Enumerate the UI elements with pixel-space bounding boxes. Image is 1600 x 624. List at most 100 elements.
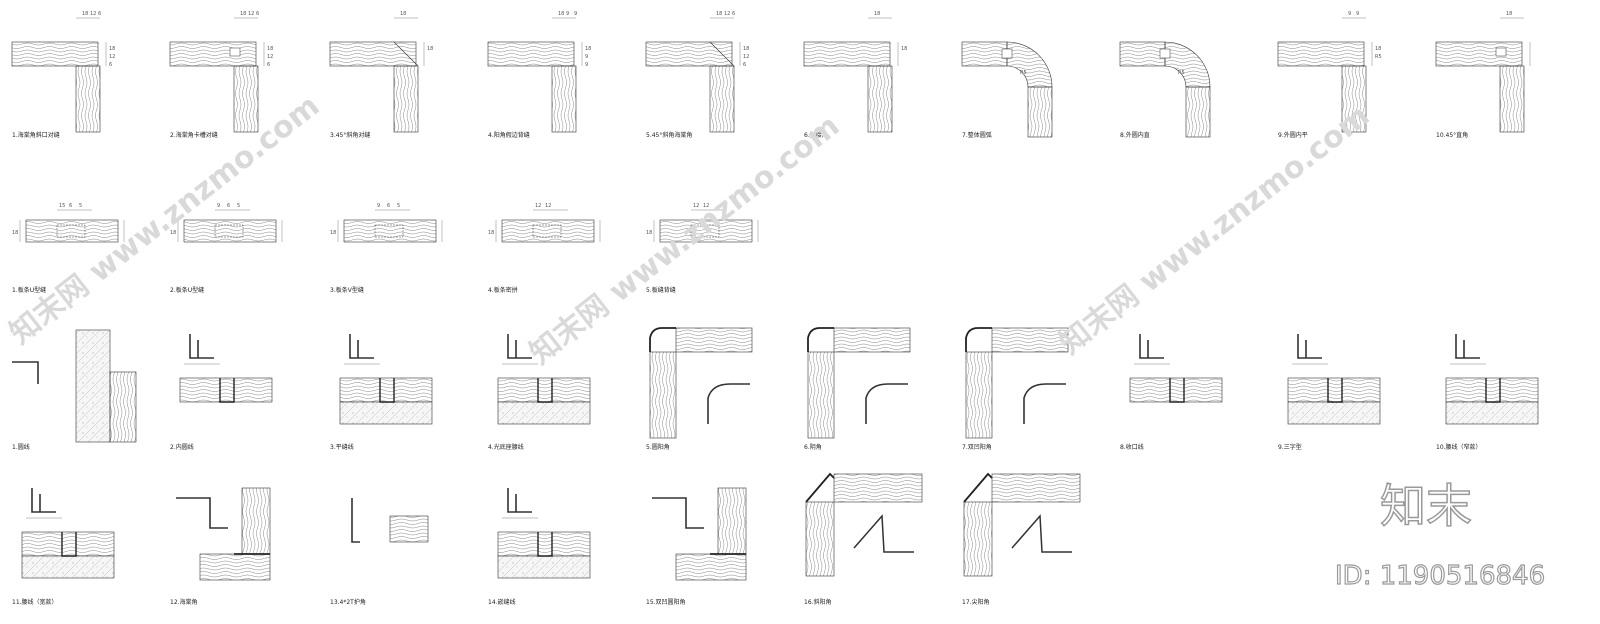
dimension-value: 12 bbox=[693, 203, 699, 209]
wood-panel bbox=[343, 219, 437, 243]
dimension-value: 12 bbox=[703, 203, 709, 209]
detail-caption: 9.三字型 bbox=[1278, 443, 1302, 451]
wood-board-vertical bbox=[1499, 65, 1525, 133]
dimension-value: 12 bbox=[109, 54, 115, 60]
substrate-wall bbox=[1287, 401, 1381, 425]
detail-caption: 8.外圆内直 bbox=[1120, 131, 1150, 139]
watermark-text: 知末网 www.znzmo.com bbox=[1053, 98, 1376, 361]
corner-trim bbox=[963, 472, 993, 503]
detail-caption: 5.板缝背缝 bbox=[646, 286, 676, 294]
dimension-value: 18 bbox=[1375, 46, 1381, 52]
dimension-value: 12 bbox=[267, 54, 273, 60]
dimension-value: 9 bbox=[585, 62, 588, 68]
corner-trim bbox=[965, 327, 992, 352]
wood-board-horizontal bbox=[199, 553, 271, 581]
trim-installed bbox=[61, 532, 77, 557]
wood-arc-corner bbox=[1164, 41, 1211, 88]
dimension-value: 9 bbox=[377, 203, 380, 209]
wood-board-vertical bbox=[1341, 65, 1367, 133]
trim-detail: 12.海棠角 bbox=[170, 487, 271, 606]
dimension-value: 9 bbox=[1356, 11, 1359, 17]
wood-board-vertical bbox=[109, 371, 137, 443]
seam-groove bbox=[374, 224, 404, 238]
trim-profile bbox=[1297, 334, 1322, 359]
wood-panel bbox=[501, 219, 595, 243]
detail-caption: 13.4*2T护角 bbox=[330, 598, 366, 606]
seam-groove bbox=[532, 224, 562, 238]
dimension-value: 18 bbox=[1506, 11, 1512, 17]
dimension-value: 12 bbox=[724, 11, 730, 17]
dimension-value: 12 bbox=[248, 11, 254, 17]
brand-block: 知末 ID: 1190516846 bbox=[1334, 478, 1545, 591]
dimension-value: 18 bbox=[109, 46, 115, 52]
seam-groove bbox=[214, 224, 244, 238]
trim-profile bbox=[351, 498, 360, 543]
wood-board-vertical bbox=[551, 65, 577, 133]
wood-panel bbox=[1445, 377, 1539, 403]
detail-caption: 2.内圆线 bbox=[170, 443, 194, 451]
spline-key bbox=[229, 47, 241, 57]
trim-profile bbox=[707, 383, 750, 424]
wood-panel bbox=[1129, 377, 1223, 403]
wood-panel bbox=[497, 531, 591, 557]
dimension-value: 18 bbox=[400, 11, 406, 17]
wood-panel bbox=[183, 219, 277, 243]
detail-caption: 7.双凹阳角 bbox=[962, 443, 992, 451]
wood-board-vertical bbox=[241, 487, 271, 555]
detail-caption: 15.双凹圆阳角 bbox=[646, 598, 686, 606]
wood-board-vertical bbox=[805, 501, 835, 577]
detail-caption: 3.板条V型缝 bbox=[330, 286, 364, 294]
substrate-wall bbox=[21, 555, 115, 579]
detail-caption: 4.板条密拼 bbox=[488, 286, 518, 294]
detail-caption: 10.45°直角 bbox=[1436, 131, 1468, 139]
trim-installed bbox=[537, 532, 553, 557]
trim-detail: 10.腰线（窄款） bbox=[1436, 334, 1539, 451]
dimension-value: 9 bbox=[217, 203, 220, 209]
detail-caption: 4.光底座腰线 bbox=[488, 443, 524, 451]
trim-profile bbox=[1011, 514, 1072, 553]
trim-profile bbox=[507, 334, 532, 359]
detail-caption: 2.板条U型缝 bbox=[170, 286, 204, 294]
trim-installed bbox=[379, 378, 395, 403]
trim-detail: 5.圆阳角 bbox=[646, 327, 753, 451]
trim-detail: 6.阴角 bbox=[804, 327, 911, 451]
wood-board-vertical bbox=[75, 65, 101, 133]
dimension-value: 18 bbox=[330, 230, 336, 236]
wood-board-vertical bbox=[867, 65, 893, 133]
trim-profile bbox=[189, 334, 214, 359]
dimension-value: 12 bbox=[545, 203, 551, 209]
dimension-value: 15 bbox=[59, 203, 65, 209]
trim-detail: 11.腰线（宽款） bbox=[12, 488, 115, 606]
dimension-value: 6 bbox=[69, 203, 72, 209]
wood-board-vertical bbox=[965, 351, 993, 439]
corner-trim bbox=[649, 327, 676, 352]
trim-installed bbox=[1485, 378, 1501, 403]
wood-board-horizontal bbox=[991, 473, 1081, 503]
trim-profile bbox=[507, 488, 532, 513]
dimension-value: 18 bbox=[874, 11, 880, 17]
seam-groove bbox=[56, 224, 86, 238]
detail-caption: 4.阳角假边背缝 bbox=[488, 131, 530, 139]
dimension-value: 18 bbox=[240, 11, 246, 17]
trim-detail: 14.嵌缝线 bbox=[488, 488, 591, 606]
spline-key bbox=[1001, 48, 1013, 59]
detail-caption: 6.拼接角 bbox=[804, 131, 828, 139]
wood-panel bbox=[1287, 377, 1381, 403]
trim-installed bbox=[1327, 378, 1343, 403]
detail-caption: 1.圆线 bbox=[12, 443, 30, 451]
dimension-value: 9 bbox=[574, 11, 577, 17]
wood-board-vertical bbox=[393, 65, 419, 133]
wood-board-sample bbox=[389, 515, 429, 543]
dimension-value: 18 bbox=[558, 11, 564, 17]
dimension-value: 18 bbox=[427, 46, 433, 52]
wood-board-horizontal bbox=[833, 327, 911, 353]
spline-key bbox=[1159, 48, 1171, 59]
trim-detail: 2.内圆线 bbox=[170, 334, 273, 451]
